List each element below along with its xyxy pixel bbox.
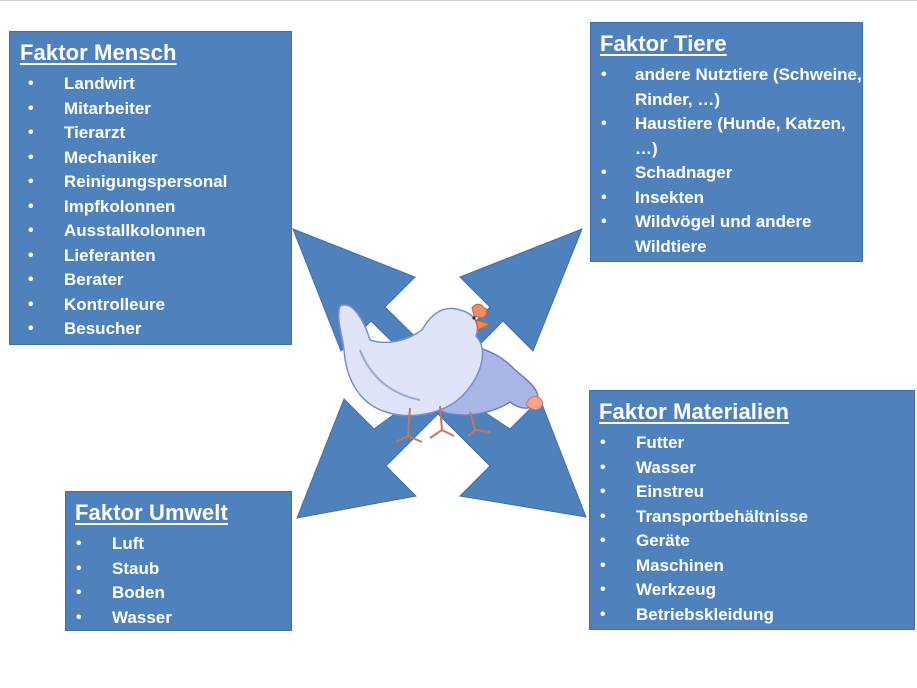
list-item: Einstreu bbox=[600, 480, 914, 505]
list-item: Reinigungspersonal bbox=[28, 170, 291, 195]
list-item: Schadnager bbox=[601, 161, 862, 186]
list-item: Wasser bbox=[600, 456, 914, 481]
chicken-front bbox=[337, 303, 492, 443]
list-item: Berater bbox=[28, 268, 291, 293]
list-item: Betriebskleidung bbox=[600, 603, 914, 628]
list-item: Mitarbeiter bbox=[28, 97, 291, 122]
list-item: Maschinen bbox=[600, 554, 914, 579]
list-item: Mechaniker bbox=[28, 146, 291, 171]
list-item: Besucher bbox=[28, 317, 291, 342]
chicken-icon bbox=[337, 303, 543, 443]
list-item: Futter bbox=[600, 431, 914, 456]
list-item: Transportbehältnisse bbox=[600, 505, 914, 530]
list-item: Wasser bbox=[76, 606, 291, 631]
faktor-umwelt-title: Faktor Umwelt bbox=[75, 500, 228, 525]
list-item: Staub bbox=[76, 557, 291, 582]
list-item: Impfkolonnen bbox=[28, 195, 291, 220]
list-item: Tierarzt bbox=[28, 121, 291, 146]
faktor-mensch-title: Faktor Mensch bbox=[20, 40, 177, 65]
list-item: Haustiere (Hunde, Katzen, …) bbox=[601, 112, 862, 161]
faktor-mensch-box: Faktor Mensch Landwirt Mitarbeiter Tiera… bbox=[9, 31, 292, 345]
list-item: Insekten bbox=[601, 186, 862, 211]
faktor-tiere-box: Faktor Tiere andere Nutztiere (Schweine,… bbox=[590, 22, 863, 262]
list-item: Landwirt bbox=[28, 72, 291, 97]
faktor-umwelt-box: Faktor Umwelt Luft Staub Boden Wasser bbox=[65, 491, 292, 631]
faktor-tiere-title: Faktor Tiere bbox=[600, 31, 727, 56]
list-item: Werkzeug bbox=[600, 578, 914, 603]
faktor-materialien-list: Futter Wasser Einstreu Transportbehältni… bbox=[599, 431, 914, 627]
top-border-line bbox=[0, 0, 917, 1]
list-item: Kontrolleure bbox=[28, 293, 291, 318]
faktor-umwelt-list: Luft Staub Boden Wasser bbox=[75, 532, 291, 630]
list-item: Geräte bbox=[600, 529, 914, 554]
list-item: Boden bbox=[76, 581, 291, 606]
list-item: Ausstallkolonnen bbox=[28, 219, 291, 244]
list-item: Luft bbox=[76, 532, 291, 557]
list-item: andere Nutztiere (Schweine, Rinder, …) bbox=[601, 63, 862, 112]
faktor-mensch-list: Landwirt Mitarbeiter Tierarzt Mechaniker… bbox=[20, 72, 291, 342]
faktor-materialien-title: Faktor Materialien bbox=[599, 399, 790, 424]
faktor-tiere-list: andere Nutztiere (Schweine, Rinder, …) H… bbox=[600, 63, 862, 259]
faktor-materialien-box: Faktor Materialien Futter Wasser Einstre… bbox=[589, 390, 915, 630]
list-item: Lieferanten bbox=[28, 244, 291, 269]
list-item: Wildvögel und andere Wildtiere bbox=[601, 210, 862, 259]
